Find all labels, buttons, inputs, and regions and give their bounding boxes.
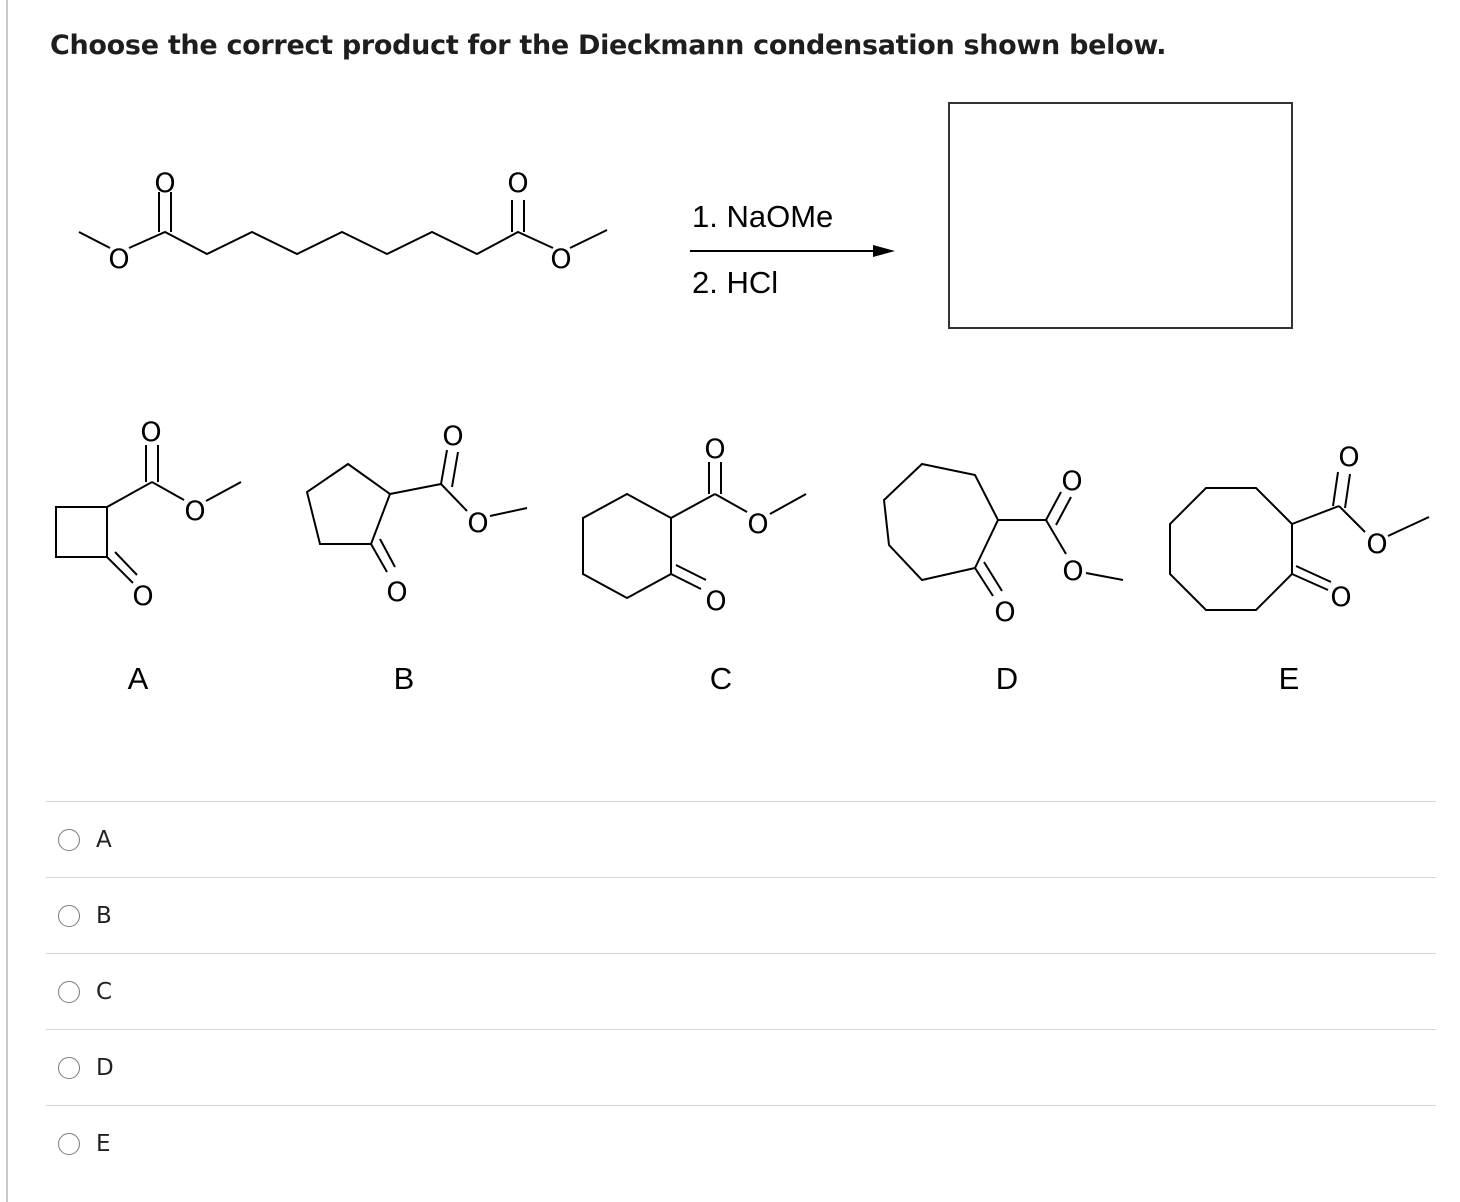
question-text: Choose the correct product for the Dieck… bbox=[50, 30, 1167, 61]
structure-label-e: E bbox=[1279, 661, 1300, 696]
structure-label-d: D bbox=[996, 661, 1018, 696]
structure-d: O O O bbox=[882, 462, 1124, 628]
atom-o: O bbox=[1062, 556, 1083, 587]
reaction-arrow bbox=[690, 245, 895, 257]
structure-label-a: A bbox=[128, 661, 149, 696]
option-label: A bbox=[96, 826, 112, 853]
radio-button[interactable] bbox=[58, 828, 80, 851]
radio-button[interactable] bbox=[58, 1132, 80, 1155]
atom-o: O bbox=[705, 586, 726, 617]
atom-o: O bbox=[184, 496, 205, 527]
structure-label-c: C bbox=[710, 661, 732, 696]
atom-o: O bbox=[704, 434, 725, 465]
structure-e: O O O bbox=[1169, 442, 1430, 613]
atom-o: O bbox=[747, 509, 768, 540]
option-label: E bbox=[96, 1130, 111, 1157]
radio-button[interactable] bbox=[58, 1056, 80, 1079]
radio-button[interactable] bbox=[58, 904, 80, 927]
option-d[interactable]: D bbox=[46, 1029, 1436, 1105]
atom-o: O bbox=[154, 168, 175, 199]
structure-b: O O O bbox=[305, 421, 528, 608]
atom-o: O bbox=[1330, 582, 1351, 613]
option-b[interactable]: B bbox=[46, 877, 1436, 953]
option-label: B bbox=[96, 902, 112, 929]
option-a[interactable]: A bbox=[46, 801, 1436, 877]
atom-o: O bbox=[442, 421, 463, 452]
product-answer-box bbox=[948, 102, 1293, 329]
option-label: C bbox=[96, 978, 113, 1005]
atom-o: O bbox=[1366, 529, 1387, 560]
atom-o: O bbox=[994, 597, 1015, 628]
reaction-scheme: O O O O 1. NaOMe 2. HCl O O O bbox=[55, 102, 1430, 696]
atom-o: O bbox=[550, 244, 571, 275]
option-c[interactable]: C bbox=[46, 953, 1436, 1029]
atom-o: O bbox=[132, 581, 153, 612]
reagent-step-2: 2. HCl bbox=[692, 265, 778, 300]
structure-label-b: B bbox=[394, 661, 415, 696]
structure-a: O O O bbox=[55, 417, 242, 612]
starting-material: O O O O bbox=[78, 168, 608, 275]
atom-o: O bbox=[140, 417, 161, 448]
reagent-step-1: 1. NaOMe bbox=[692, 199, 833, 234]
atom-o: O bbox=[1061, 466, 1082, 497]
answer-options: A B C D E bbox=[46, 801, 1436, 1181]
atom-o: O bbox=[467, 508, 488, 539]
atom-o: O bbox=[507, 168, 528, 199]
atom-o: O bbox=[108, 244, 129, 275]
structure-c: O O O bbox=[582, 434, 807, 617]
atom-o: O bbox=[1338, 442, 1359, 473]
radio-button[interactable] bbox=[58, 980, 80, 1003]
atom-o: O bbox=[386, 577, 407, 608]
option-e[interactable]: E bbox=[46, 1105, 1436, 1181]
option-label: D bbox=[96, 1054, 114, 1081]
left-border bbox=[6, 0, 8, 1202]
